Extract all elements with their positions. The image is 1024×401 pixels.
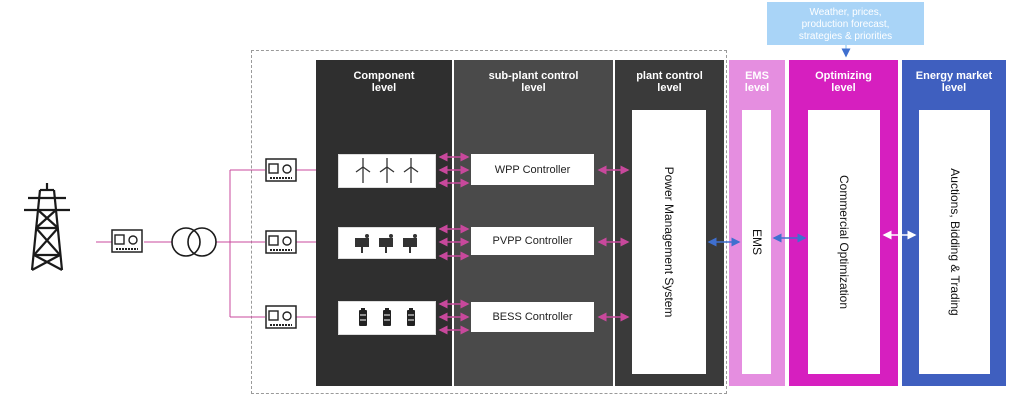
subplant-header-line-1: sub-plant control bbox=[488, 70, 579, 82]
solar-panel-icon bbox=[355, 234, 417, 253]
info-box: Weather, prices, production forecast, st… bbox=[767, 2, 924, 45]
plant-header-line-2: level bbox=[657, 82, 682, 94]
solar-meter-icon bbox=[265, 230, 297, 254]
controller-pms-arrows bbox=[597, 165, 630, 322]
wpp-controller-box: WPP Controller bbox=[471, 154, 594, 185]
info-line-1: Weather, prices, bbox=[809, 7, 882, 18]
component-header-line-2: level bbox=[371, 82, 397, 94]
market-header-line-1: Energy market bbox=[915, 70, 993, 82]
commercial-optimization-box: Commercial Optimization bbox=[808, 110, 880, 374]
ems-header-line-1: EMS bbox=[745, 70, 769, 82]
component-level-header: Component level bbox=[316, 70, 452, 94]
battery-component-box bbox=[338, 301, 436, 335]
component-header-line-1: Component bbox=[353, 70, 415, 82]
subplant-header-line-2: level bbox=[521, 82, 546, 94]
plant-header-line-1: plant control bbox=[636, 70, 703, 82]
ems-level-header: EMS level bbox=[729, 70, 785, 94]
ems-header-line-2: level bbox=[744, 82, 770, 94]
grid-connection-lines bbox=[96, 169, 316, 318]
pvpp-controller-box: PVPP Controller bbox=[471, 227, 594, 255]
subplant-level-header: sub-plant control level bbox=[454, 70, 613, 94]
plant-level-header: plant control level bbox=[615, 70, 724, 94]
wind-meter-icon bbox=[265, 158, 297, 182]
market-header-line-2: level bbox=[941, 82, 967, 94]
power-management-system-box: Power Management System bbox=[632, 110, 706, 374]
battery-icon bbox=[359, 308, 415, 326]
bess-controller-box: BESS Controller bbox=[471, 302, 594, 332]
info-line-3: strategies & priorities bbox=[798, 31, 893, 42]
battery-meter-icon bbox=[265, 305, 297, 329]
plant-outline bbox=[251, 50, 727, 394]
info-line-2: production forecast, bbox=[801, 19, 890, 30]
wind-turbine-icon bbox=[355, 158, 419, 183]
wind-component-box bbox=[338, 154, 436, 188]
optimizing-header-line-1: Optimizing bbox=[815, 70, 872, 82]
solar-component-box bbox=[338, 227, 436, 259]
grid-meter-icon bbox=[111, 229, 143, 253]
transmission-tower-icon bbox=[24, 183, 70, 271]
market-level-header: Energy market level bbox=[902, 70, 1006, 94]
optimizing-level-header: Optimizing level bbox=[789, 70, 898, 94]
ems-box: EMS bbox=[742, 110, 771, 374]
transformer-icon bbox=[171, 227, 217, 257]
auctions-bidding-trading-box: Auctions, Bidding & Trading bbox=[919, 110, 990, 374]
component-controller-arrows bbox=[438, 152, 470, 335]
optimizing-header-line-2: level bbox=[831, 82, 856, 94]
